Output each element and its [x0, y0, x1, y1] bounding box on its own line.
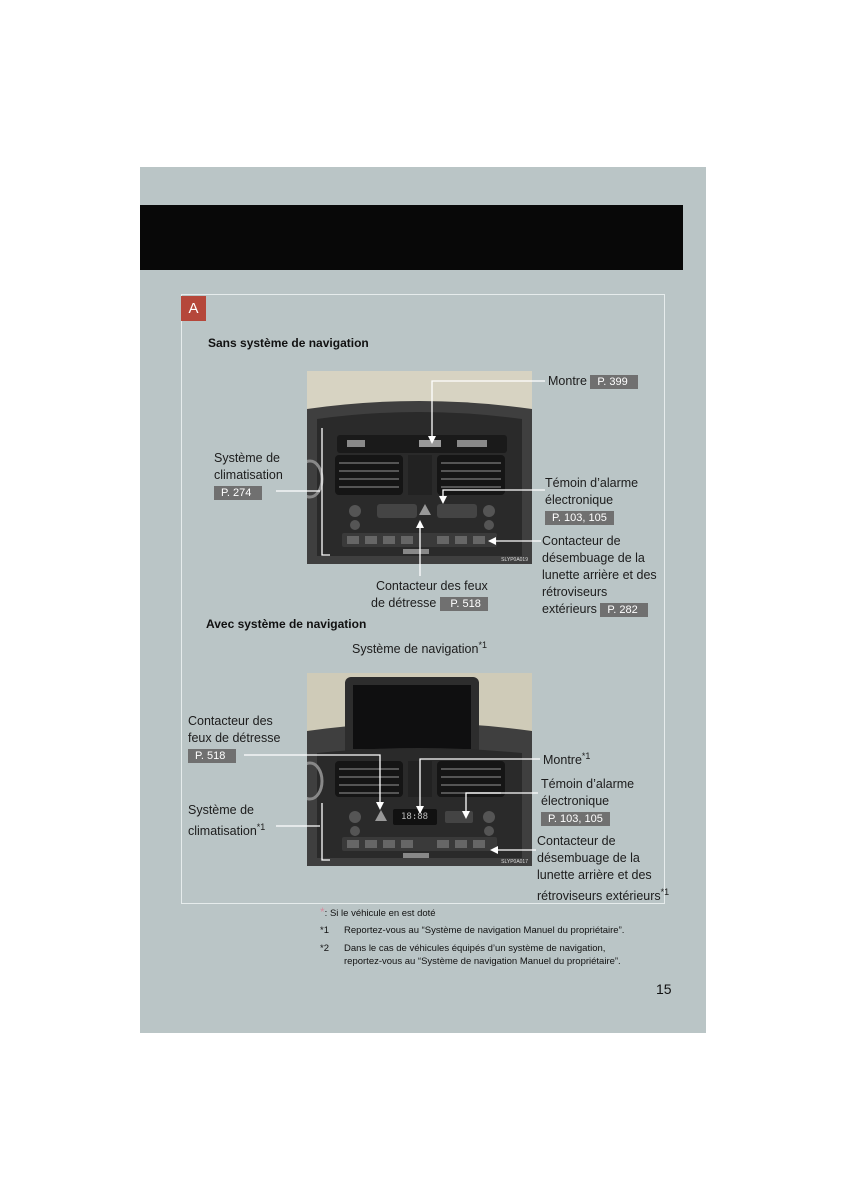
clim-label: Système de climatisation P. 274: [214, 450, 283, 501]
desemb2-line1: Contacteur de: [537, 834, 616, 848]
nav-text: Système de navigation: [352, 642, 479, 656]
clim-ref[interactable]: P. 274: [214, 486, 262, 500]
clim2-label: Système de climatisation*1: [188, 802, 265, 840]
desemb-line2: désembuage de la: [542, 551, 645, 565]
header-band: [140, 205, 683, 270]
footnote-star-mark: *: [320, 905, 325, 919]
montre-label: Montre P. 399: [548, 373, 639, 390]
montre2-sup: *1: [581, 751, 591, 761]
footnote-2-mark: *2: [320, 943, 329, 954]
montre-ref[interactable]: P. 399: [590, 375, 639, 389]
section1-heading: Sans système de navigation: [208, 336, 369, 350]
footnote-star: *: Si le véhicule en est doté: [320, 906, 436, 920]
feux2-label: Contacteur des feux de détresse P. 518: [188, 713, 280, 764]
feux-line2: de détresse: [371, 596, 437, 610]
nav-sup: *1: [478, 640, 487, 650]
desemb2-line3: lunette arrière et des: [537, 868, 652, 882]
montre2-text: Montre: [543, 753, 582, 767]
feux2-line2: feux de détresse: [188, 731, 281, 745]
desemb2-line2: désembuage de la: [537, 851, 640, 865]
feux-line1: Contacteur des feux: [375, 579, 488, 593]
desemb2-line4: rétroviseurs extérieurs: [537, 889, 661, 903]
temoin-ref[interactable]: P. 103, 105: [545, 511, 614, 525]
feux2-line1: Contacteur des: [188, 714, 273, 728]
feux-label: Contacteur des feux de détresse P. 518: [371, 578, 488, 612]
footnote-star-text: : Si le véhicule en est doté: [324, 908, 436, 919]
desemb-line4: rétroviseurs: [542, 585, 608, 599]
clim2-line2: climatisation: [188, 824, 257, 838]
temoin-line2: électronique: [545, 493, 614, 507]
photo-code: SLYP0A019: [501, 557, 528, 563]
footnote-2: *2 Dans le cas de véhicules équipés d’un …: [320, 942, 605, 955]
nav-label: Système de navigation*1: [352, 637, 487, 658]
dashboard-photo-2: 18:88 SLYP0A017: [307, 673, 532, 866]
montre-text: Montre: [548, 374, 587, 388]
page-panel: [140, 167, 706, 1033]
desemb-line1: Contacteur de: [542, 534, 621, 548]
footnote-1: *1 Reportez-vous au “Système de navigatio…: [320, 924, 624, 937]
desemb-ref[interactable]: P. 282: [600, 603, 649, 617]
temoin2-line2: électronique: [541, 794, 610, 808]
temoin2-ref[interactable]: P. 103, 105: [541, 812, 610, 826]
desemb2-label: Contacteur de désembuage de la lunette a…: [537, 833, 669, 905]
footnote-1-text: Reportez-vous au “Système de navigation …: [344, 925, 625, 936]
footnote-2-line1: Dans le cas de véhicules équipés d’un sy…: [344, 943, 606, 954]
clim-line2: climatisation: [214, 468, 283, 482]
desembuage-label: Contacteur de désembuage de la lunette a…: [542, 533, 657, 618]
feux-ref[interactable]: P. 518: [439, 597, 488, 611]
clim-line1: Système de: [214, 451, 281, 465]
temoin2-line1: Témoin d’alarme: [541, 777, 635, 791]
feux2-ref[interactable]: P. 518: [188, 749, 236, 763]
clock-display: 18:88: [401, 812, 429, 822]
desemb-line5: extérieurs: [542, 602, 597, 616]
desemb-line3: lunette arrière et des: [542, 568, 657, 582]
montre2-label: Montre*1: [543, 748, 590, 769]
temoin-line1: Témoin d’alarme: [545, 476, 639, 490]
photo-code: SLYP0A017: [501, 859, 528, 865]
desemb2-sup: *1: [660, 887, 670, 897]
section2-heading: Avec système de navigation: [206, 617, 367, 631]
footnote-1-mark: *1: [320, 925, 329, 936]
content-frame: [181, 294, 665, 904]
temoin-label: Témoin d’alarme électronique P. 103, 105: [545, 475, 638, 526]
clim2-line1: Système de: [188, 803, 255, 817]
page-number: 15: [656, 981, 672, 997]
clim2-sup: *1: [256, 822, 266, 832]
section-badge: A: [181, 296, 206, 321]
footnote-2-cont: reportez-vous au “Système de navigation …: [344, 956, 621, 967]
temoin2-label: Témoin d’alarme électronique P. 103, 105: [541, 776, 634, 827]
dashboard-photo-1: SLYP0A019: [307, 371, 532, 564]
